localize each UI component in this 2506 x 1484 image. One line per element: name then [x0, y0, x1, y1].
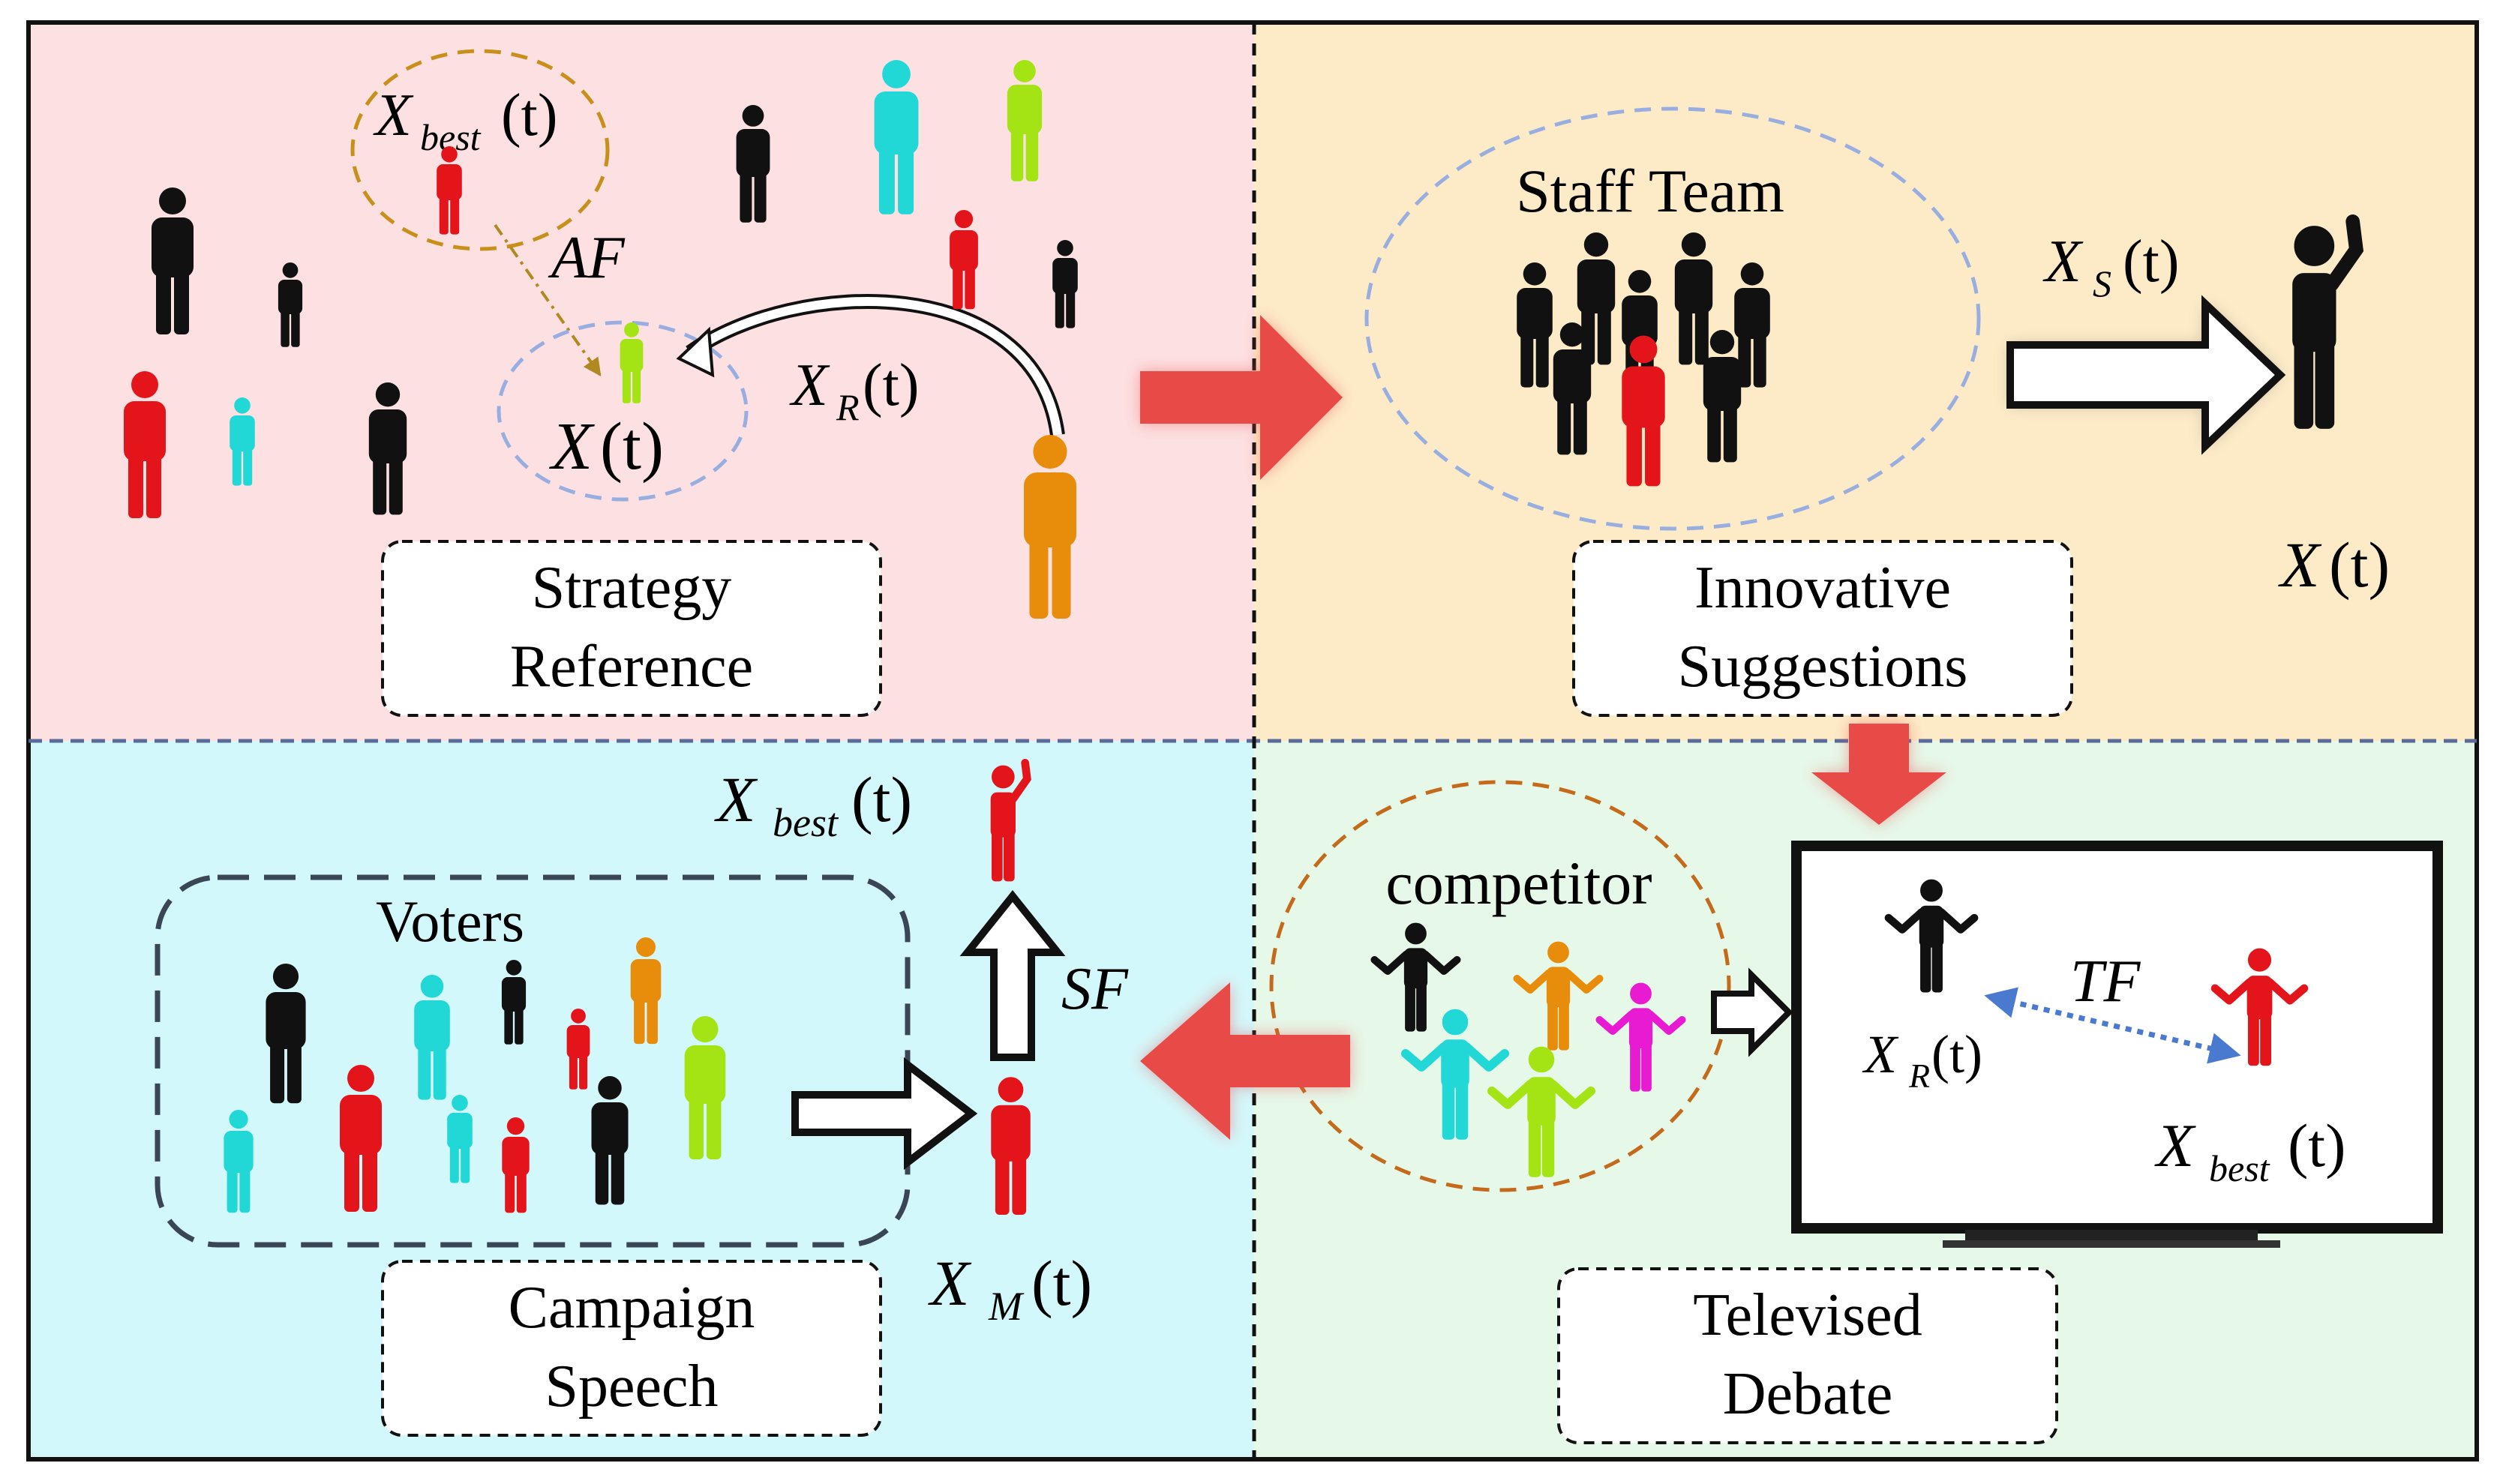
debate-xr-symbol: X [1862, 1024, 1899, 1084]
campaign-label-line2: Speech [545, 1354, 718, 1420]
competitor-to-tv-arrow [1711, 967, 1793, 1057]
xs-arg: (t) [2123, 229, 2180, 295]
xs-arrow [2006, 295, 2286, 455]
strategy-label-line1: Strategy [532, 555, 732, 621]
x-symbol-right: X [2278, 529, 2322, 601]
innovative-suggestions-box [1572, 540, 2073, 717]
campaign-xbest-symbol: X [714, 763, 758, 835]
debate-xbest-symbol: X [2154, 1111, 2196, 1180]
voters-label: Voters [376, 889, 524, 954]
debate-xr-arg: (t) [1931, 1024, 1982, 1084]
debate-xbest-subscript: best [2209, 1147, 2270, 1189]
competitor-label: competitor [1385, 849, 1652, 917]
af-label: AF [548, 225, 626, 291]
debate-xbest-arg: (t) [2288, 1111, 2345, 1180]
campaign-speech-box [381, 1260, 882, 1437]
xr-subscript: R [836, 386, 860, 428]
innovative-label-line2: Suggestions [1678, 634, 1968, 700]
tv-stand [1965, 1230, 2258, 1243]
innovative-label-line1: Innovative [1694, 555, 1951, 621]
strategy-reference-section: X best (t) AF X (t) X R (t) Strategy [124, 49, 1078, 717]
campaign-xbest-subscript: best [773, 800, 839, 845]
x-arg-right: (t) [2329, 529, 2390, 601]
xbest-arg: (t) [501, 82, 558, 148]
flow-arrow-to-campaign [1140, 982, 1350, 1140]
competitor-circle [1269, 780, 1731, 1192]
campaign-xbest-arg: (t) [851, 763, 912, 835]
televised-debate-box [1557, 1267, 2058, 1444]
tf-label: TF [2070, 949, 2141, 1015]
flow-arrow-to-debate [1811, 724, 1946, 825]
staff-team-circle [1364, 106, 1981, 531]
xs-symbol: X [2042, 229, 2084, 295]
xm-arg: (t) [1031, 1247, 1092, 1319]
innovative-suggestions-section: Staff Team X S (t) X (t) Innovative Sugg… [1364, 106, 2390, 717]
x-arg: (t) [600, 409, 664, 484]
staff-team-label: Staff Team [1516, 157, 1784, 225]
xr-arg: (t) [863, 352, 920, 418]
x-symbol: X [549, 409, 595, 484]
strategy-label-line2: Reference [510, 634, 753, 700]
debate-label-line1: Televised [1693, 1282, 1922, 1348]
xbest-symbol: X [373, 82, 414, 148]
campaign-speech-section: Voters X M (t) SF X best (t) Campaign Sp… [155, 763, 1129, 1437]
campaign-label-line1: Campaign [509, 1275, 755, 1341]
af-arrow [494, 223, 602, 376]
voters-to-candidate-arrow [791, 1057, 978, 1171]
current-candidate-circle [497, 320, 749, 502]
xm-subscript: M [988, 1284, 1025, 1329]
flow-arrow-to-innovative [1140, 315, 1343, 480]
sf-label: SF [1061, 956, 1129, 1022]
xm-symbol: X [928, 1247, 972, 1319]
debate-xr-subscript: R [1908, 1057, 1930, 1095]
best-candidate-circle [350, 49, 610, 251]
sf-arrow [959, 889, 1066, 1061]
strategy-reference-box [381, 540, 882, 717]
debate-label-line2: Debate [1723, 1361, 1893, 1427]
xr-symbol: X [789, 352, 830, 418]
televised-debate-section: competitor TF X R (t) X best (t) Televis… [1269, 780, 2443, 1444]
xs-subscript: S [2093, 262, 2111, 304]
